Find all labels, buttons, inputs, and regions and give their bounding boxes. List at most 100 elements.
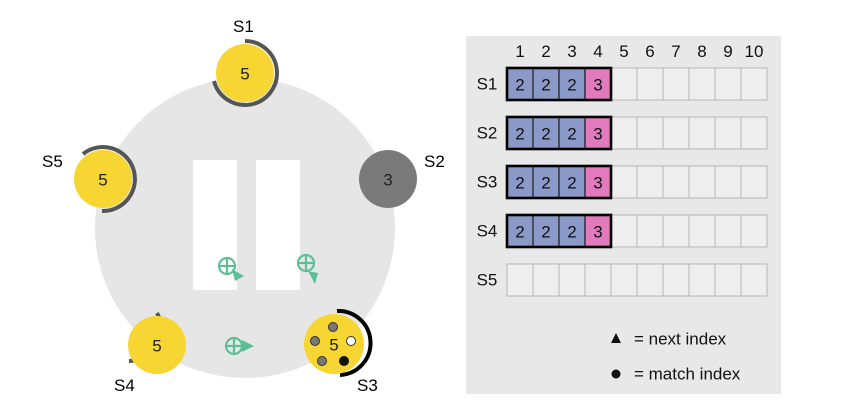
messages	[217, 253, 318, 356]
server-s1[interactable]: 5 S1	[212, 17, 279, 107]
log-column-header: 2	[541, 42, 550, 61]
log-slot-empty[interactable]	[662, 67, 690, 101]
log-entry-term: 2	[541, 174, 550, 193]
log-column-header: 4	[593, 42, 602, 61]
log-slot-empty[interactable]	[610, 263, 638, 297]
log-slot-empty[interactable]	[610, 67, 638, 101]
log-row-label: S5	[477, 271, 498, 290]
log-slot-empty[interactable]	[636, 116, 664, 150]
server-node	[74, 150, 132, 208]
log-slot-empty[interactable]	[688, 67, 716, 101]
server-s5[interactable]: 5 S5	[42, 145, 137, 214]
server-label: S3	[357, 376, 378, 395]
log-entry-term: 3	[593, 76, 602, 95]
leader-arc	[336, 308, 373, 377]
log-entry[interactable]	[558, 214, 586, 248]
pause-bar-right[interactable]	[256, 160, 300, 290]
log-slot-empty[interactable]	[688, 116, 716, 150]
log-column-header: 8	[697, 42, 706, 61]
next-index-arrow-icon	[611, 333, 621, 343]
log-slot-empty[interactable]	[636, 67, 664, 101]
log-slot-empty[interactable]	[532, 263, 560, 297]
log-slot-empty[interactable]	[714, 67, 742, 101]
log-entry[interactable]	[506, 67, 534, 101]
log-slot-empty[interactable]	[584, 263, 612, 297]
append-entries-message-s3-to-s1[interactable]	[296, 253, 318, 284]
log-column-header: 6	[645, 42, 654, 61]
log-entry-term: 3	[593, 125, 602, 144]
log-slot-empty[interactable]	[662, 214, 690, 248]
log-slot-empty[interactable]	[636, 214, 664, 248]
log-slot-empty[interactable]	[714, 214, 742, 248]
log-slot-empty[interactable]	[506, 263, 534, 297]
legend-match-index: = match index	[634, 365, 741, 384]
append-entries-message-s3-to-s5[interactable]	[217, 256, 244, 281]
log-entry-term: 2	[567, 125, 576, 144]
log-slot-empty[interactable]	[662, 165, 690, 199]
server-s3[interactable]: 5 S3	[304, 308, 378, 395]
next-index-dot-s6	[310, 336, 320, 346]
next-index-dot-s5	[317, 356, 327, 366]
log-slot-empty[interactable]	[662, 263, 690, 297]
server-node	[359, 150, 417, 208]
legend: = next index = match index	[611, 330, 741, 384]
log-slot-empty[interactable]	[740, 67, 768, 101]
log-slot-empty[interactable]	[558, 263, 586, 297]
log-slot-empty[interactable]	[636, 165, 664, 199]
log-slot-empty[interactable]	[714, 165, 742, 199]
server-term: 5	[329, 336, 338, 355]
log-slot-empty[interactable]	[688, 214, 716, 248]
server-term: 5	[240, 65, 249, 84]
server-s2[interactable]: 3 S2	[359, 150, 445, 208]
log-slot-empty[interactable]	[740, 165, 768, 199]
election-timer-arc	[212, 39, 279, 107]
cluster-area	[95, 78, 395, 378]
cluster-ring	[95, 78, 395, 378]
log-entry[interactable]	[584, 116, 612, 150]
log-row-label: S3	[477, 173, 498, 192]
log-slot-empty[interactable]	[610, 116, 638, 150]
server-node	[216, 44, 274, 102]
pause-bar-left[interactable]	[193, 160, 237, 290]
log-slot-empty[interactable]	[610, 214, 638, 248]
log-column-header: 5	[619, 42, 628, 61]
next-index-dot-s2	[346, 336, 356, 346]
server-s4[interactable]: 5 S4	[114, 312, 186, 395]
match-index-dot-icon	[611, 369, 621, 379]
log-slot-empty[interactable]	[714, 263, 742, 297]
server-label: S5	[42, 152, 63, 171]
log-slot-empty[interactable]	[688, 263, 716, 297]
log-slot-empty[interactable]	[740, 263, 768, 297]
log-slot-empty[interactable]	[636, 263, 664, 297]
log-entry-term: 2	[541, 125, 550, 144]
log-slot-empty[interactable]	[662, 116, 690, 150]
committed-entries-border	[505, 213, 613, 249]
log-column-header: 7	[671, 42, 680, 61]
server-term: 5	[98, 171, 107, 190]
log-column-header: 9	[723, 42, 732, 61]
log-entry[interactable]	[584, 67, 612, 101]
log-entry-term: 3	[593, 174, 602, 193]
log-slot-empty[interactable]	[740, 214, 768, 248]
server-term: 5	[152, 337, 161, 356]
message-direction-arrow	[232, 269, 244, 281]
log-slot-empty[interactable]	[714, 116, 742, 150]
log-entry[interactable]	[558, 116, 586, 150]
append-entries-message-s3-to-s4[interactable]	[224, 336, 254, 356]
next-index-dot-s4	[339, 356, 349, 366]
legend-next-index: = next index	[634, 330, 727, 349]
server-label: S2	[424, 152, 445, 171]
log-slot-empty[interactable]	[740, 116, 768, 150]
log-row-label: S1	[477, 75, 498, 94]
log-column-header: 3	[567, 42, 576, 61]
log-entry-term: 2	[515, 223, 524, 242]
committed-entries-border	[505, 66, 613, 102]
log-slot-empty[interactable]	[610, 165, 638, 199]
log-entry-term: 2	[567, 174, 576, 193]
log-entry-term: 2	[541, 223, 550, 242]
log-slot-empty[interactable]	[688, 165, 716, 199]
